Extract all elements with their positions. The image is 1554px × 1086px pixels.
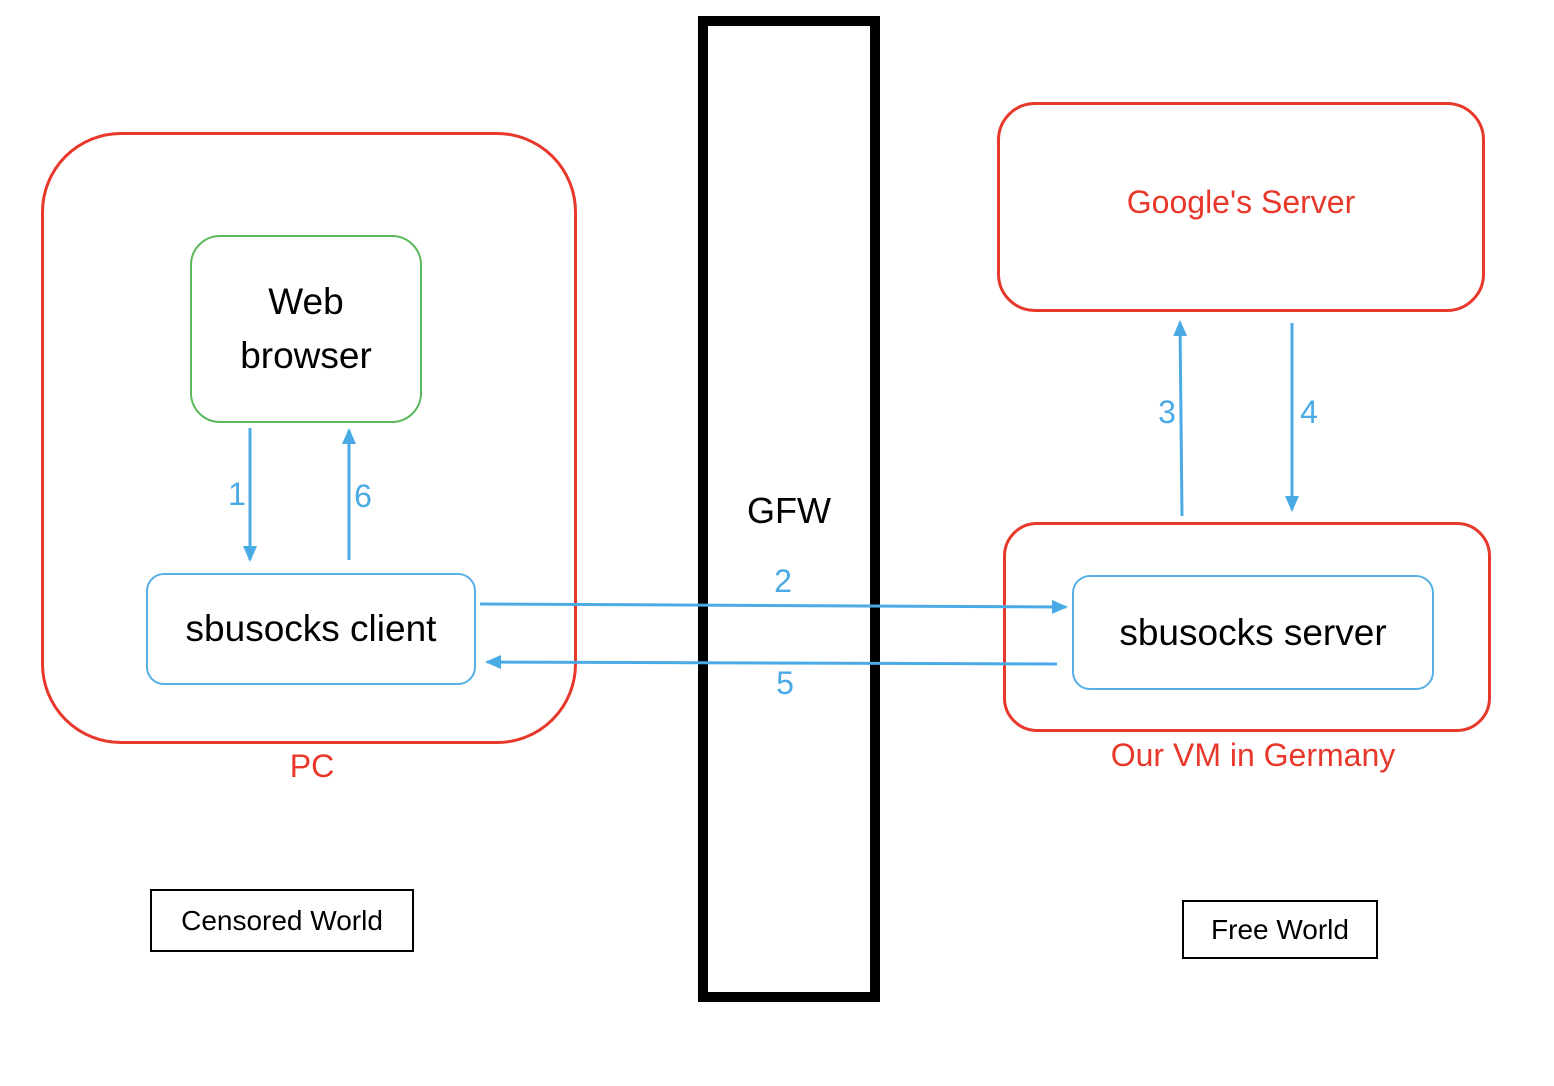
gfw-wall [698,16,880,1002]
free-world-box: Free World [1182,900,1378,959]
server-node: sbusocks server [1072,575,1434,690]
vm-label: Our VM in Germany [1110,737,1396,773]
censored-world-label: Censored World [181,904,383,936]
arrow-step-5 [485,655,1058,670]
vm-region [1003,522,1491,732]
arrow-step-2 [479,599,1068,614]
client-node: sbusocks client [146,573,476,685]
arrow-step-3 [1173,320,1188,517]
google-server-region [997,102,1485,312]
step-5-label: 5 [776,665,794,701]
free-world-label: Free World [1211,913,1349,945]
step-2-label: 2 [774,563,792,599]
server-label: sbusocks server [1119,611,1387,653]
pc-label: PC [289,748,335,784]
step-1-label: 1 [228,476,246,512]
pc-region [41,132,577,744]
client-label: sbusocks client [185,608,437,649]
web-browser-label: Web browser [240,281,372,376]
step-6-label: 6 [354,478,372,514]
step-4-label: 4 [1300,394,1318,430]
web-browser-node: Web browser [190,235,422,423]
censored-world-box: Censored World [150,889,414,952]
step-3-label: 3 [1158,394,1176,430]
gfw-label: GFW [747,490,831,531]
google-server-label: Google's Server [1126,184,1356,220]
